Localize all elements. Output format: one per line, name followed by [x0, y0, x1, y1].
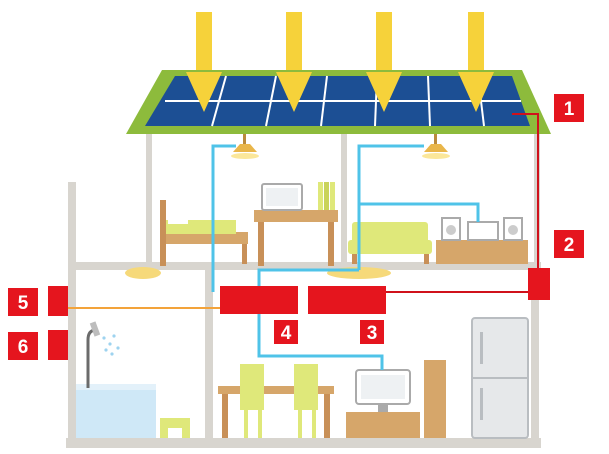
books-icon	[318, 182, 335, 210]
number-label-5: 5	[8, 288, 38, 316]
svg-text:5: 5	[18, 293, 29, 314]
ceiling-lamp-icon	[422, 134, 450, 159]
stereo-icon	[436, 217, 528, 264]
chair-icon	[240, 364, 264, 438]
equipment-box-4	[220, 286, 298, 314]
bathtub-icon	[76, 384, 156, 438]
svg-text:4: 4	[281, 323, 292, 344]
svg-text:1: 1	[564, 99, 575, 120]
ceiling-lamp-icon	[231, 134, 259, 159]
number-label-6: 6	[8, 332, 38, 360]
table-icon	[218, 386, 334, 438]
desk	[254, 210, 338, 266]
shower-icon	[86, 321, 120, 388]
sun-arrow-tips	[186, 72, 494, 112]
dc-line	[386, 113, 539, 293]
stool-icon	[160, 418, 190, 438]
equipment-box-1	[528, 268, 550, 300]
ceiling-lamp-icon	[125, 267, 161, 279]
comm-lines	[211, 144, 480, 370]
solar-panel	[145, 75, 530, 127]
computer-icon	[261, 183, 303, 211]
cabinet-icon	[346, 360, 446, 438]
number-label-3: 3	[360, 320, 384, 344]
equipment-box-6	[48, 330, 68, 360]
tv-icon	[355, 369, 411, 412]
svg-text:2: 2	[564, 235, 575, 256]
svg-text:6: 6	[18, 337, 29, 358]
bed-icon	[160, 200, 248, 266]
svg-text:3: 3	[367, 323, 378, 344]
number-label-1: 1	[554, 94, 584, 122]
number-label-2: 2	[554, 230, 584, 258]
number-label-4: 4	[274, 320, 298, 344]
equipment-box-5	[48, 286, 68, 316]
chair-icon	[294, 364, 318, 438]
refrigerator-icon	[471, 317, 529, 439]
equipment-box-3	[308, 286, 386, 314]
sofa-icon	[348, 222, 432, 264]
